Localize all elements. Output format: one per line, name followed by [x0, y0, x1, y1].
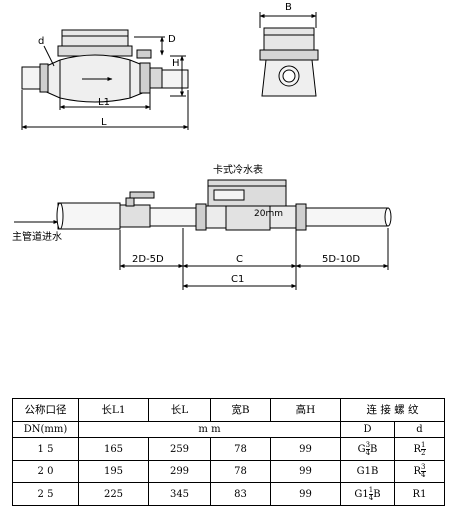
unit-D: D: [340, 420, 395, 439]
spec-table: 公称口径 长L1 长L 宽B 高H 连 接 螺 纹 DN(mm) m m D d…: [12, 398, 446, 506]
label-L: L: [101, 117, 107, 128]
cell-l1: 165: [78, 437, 149, 461]
header-l1: 长L1: [78, 398, 149, 422]
header-b: 宽B: [210, 398, 271, 422]
cell-dn: 2 0: [12, 459, 79, 484]
dim-upstream: 2D-5D: [132, 254, 164, 265]
label-D: D: [168, 34, 176, 45]
header-l: 长L: [148, 398, 211, 422]
cell-b: 78: [210, 437, 271, 461]
unit-mm: m m: [78, 420, 341, 439]
cell-l: 345: [148, 482, 211, 506]
cell-dn: 2 5: [12, 482, 79, 506]
cell-h: 99: [270, 437, 341, 461]
table-header-row: 公称口径 长L1 长L 宽B 高H 连 接 螺 纹: [12, 398, 446, 422]
technical-drawing: d D H L1 L B 卡式冷水表 主管道进水: [12, 2, 392, 290]
cell-d: R1: [393, 482, 446, 506]
meter-title: 卡式冷水表: [213, 163, 263, 176]
table-units-row: DN(mm) m m D d: [12, 420, 446, 439]
dim-c1: C1: [231, 274, 244, 285]
meter-face-label: 20mm: [254, 209, 283, 219]
cell-h: 99: [270, 482, 341, 506]
label-H: H: [172, 58, 180, 69]
label-B: B: [285, 2, 292, 13]
cell-b: 83: [210, 482, 271, 506]
label-d: d: [38, 36, 44, 47]
cell-l1: 195: [78, 459, 149, 484]
unit-d: d: [393, 420, 446, 439]
header-dn: 公称口径: [12, 398, 79, 422]
front-view: [21, 29, 189, 130]
cell-l: 259: [148, 437, 211, 461]
label-L1: L1: [98, 97, 110, 108]
header-thread: 连 接 螺 纹: [339, 398, 446, 422]
cell-dn: 1 5: [12, 437, 79, 461]
dim-c: C: [236, 254, 243, 265]
installation-view: [14, 179, 392, 290]
cell-l1: 225: [78, 482, 149, 506]
cell-D: G1B: [340, 459, 395, 484]
cell-l: 299: [148, 459, 211, 484]
dim-downstream: 5D-10D: [322, 254, 360, 265]
cell-h: 99: [270, 459, 341, 484]
header-h: 高H: [270, 398, 341, 422]
cell-b: 78: [210, 459, 271, 484]
inlet-label: 主管道进水: [12, 230, 62, 243]
unit-dn: DN(mm): [12, 420, 79, 439]
side-view: [259, 12, 319, 97]
